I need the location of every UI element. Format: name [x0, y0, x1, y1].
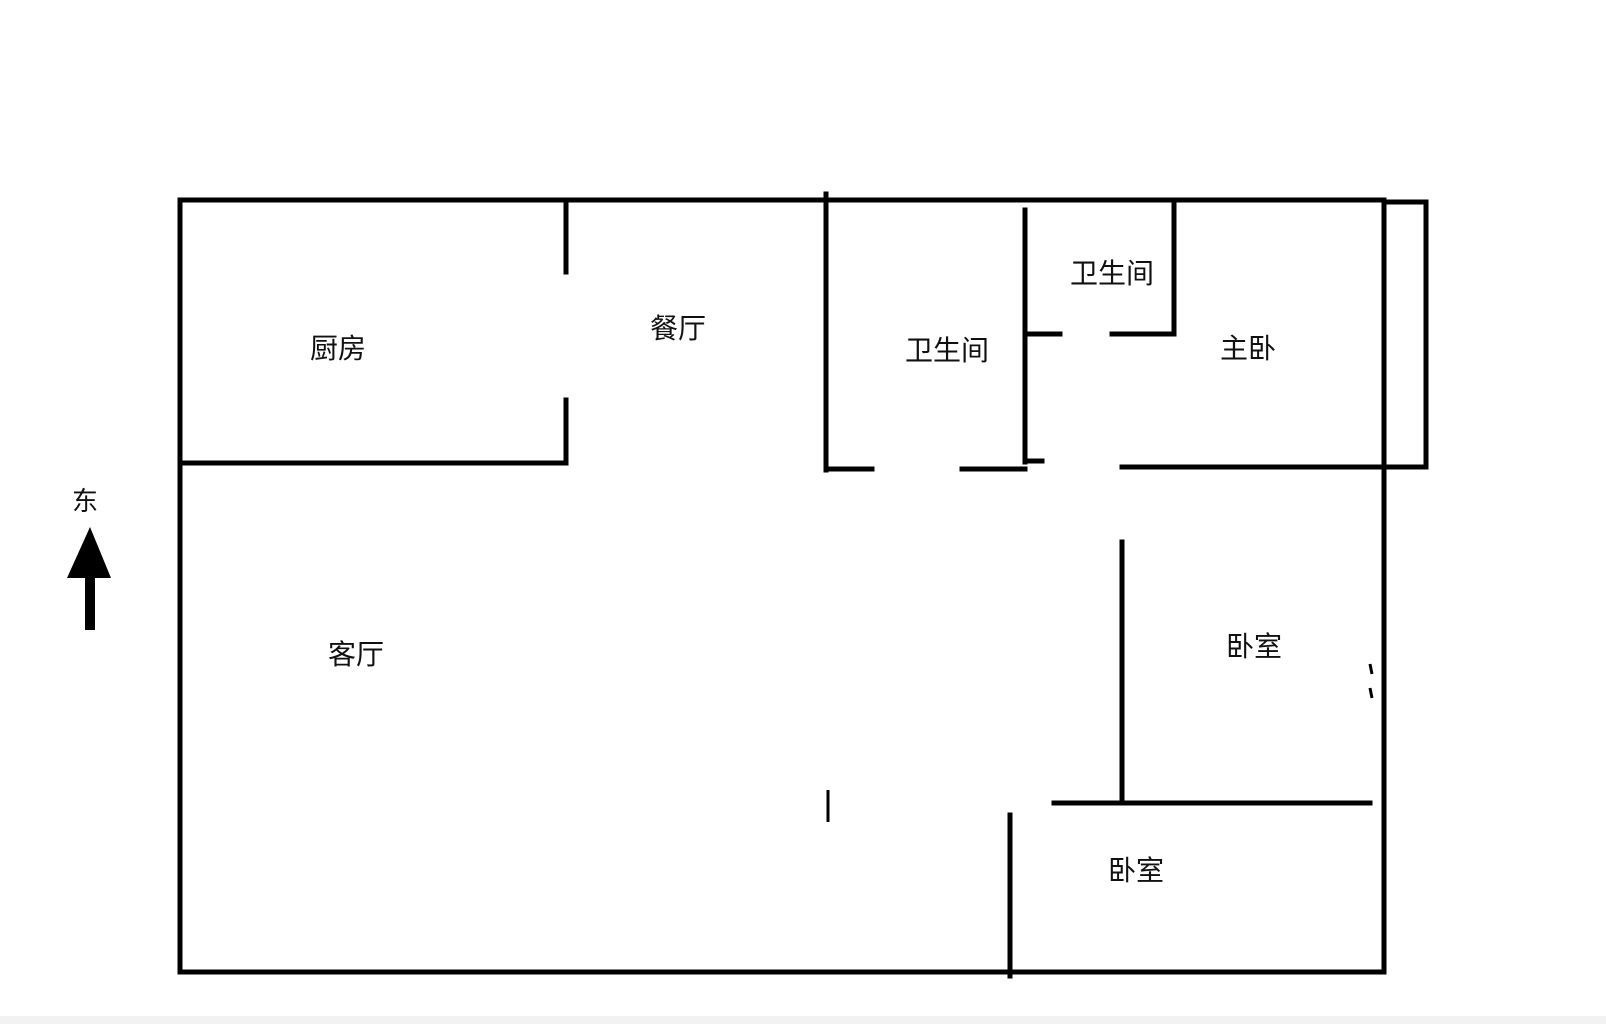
arrow-up-icon: [67, 527, 111, 630]
compass-label: 东: [72, 487, 98, 517]
balcony-outline: [1381, 199, 1429, 470]
room-label-bathroom-2: 卫生间: [1070, 257, 1154, 290]
stray-marks: [826, 663, 1374, 822]
room-label-bathroom-1: 卫生间: [905, 334, 989, 367]
room-label-master-bedroom: 主卧: [1220, 332, 1276, 365]
kitchen-walls: [177, 197, 569, 466]
room-label-bedroom-1: 卧室: [1226, 630, 1282, 663]
outer-walls: [177, 197, 1387, 975]
bottom-strip: [0, 1016, 1606, 1024]
room-label-bedroom-2: 卧室: [1108, 854, 1164, 887]
bedroom-2-walls: [982, 812, 1013, 979]
room-label-kitchen: 厨房: [310, 332, 366, 365]
room-label-dining: 餐厅: [650, 312, 706, 345]
bedroom-1-walls: [1051, 539, 1373, 806]
compass: 东: [67, 487, 111, 630]
bathroom-1-walls: [823, 191, 1045, 473]
bathroom-2-walls: [1022, 197, 1177, 337]
room-label-living-room: 客厅: [328, 638, 384, 671]
